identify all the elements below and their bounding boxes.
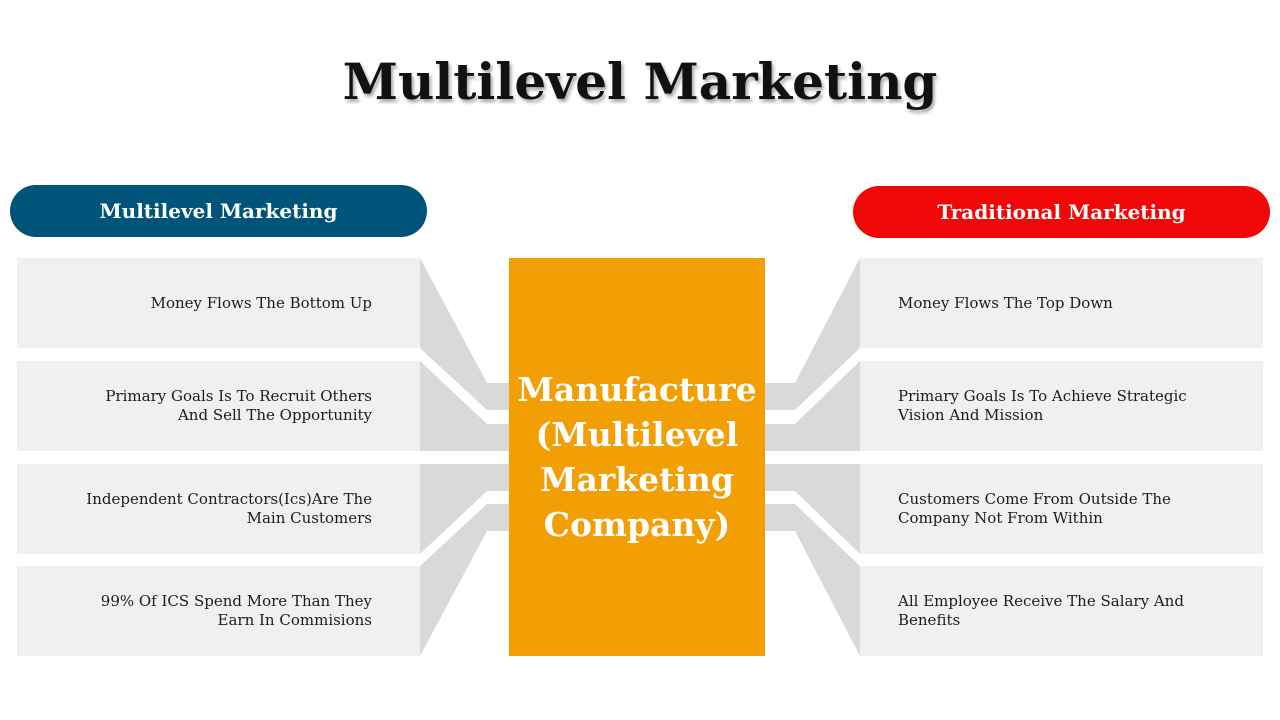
left-item-2-text: Primary Goals Is To Recruit Others And S… [105, 387, 372, 424]
right-header-pill: Traditional Marketing [853, 186, 1270, 238]
center-box: Manufacture (Multilevel Marketing Compan… [509, 258, 765, 656]
left-connector-2 [420, 361, 509, 451]
right-item-1: Money Flows The Top Down [860, 258, 1263, 348]
right-connector-3 [765, 464, 860, 554]
left-item-3-text: Independent Contractors(Ics)Are The Main… [86, 490, 372, 527]
right-item-2: Primary Goals Is To Achieve Strategic Vi… [860, 361, 1263, 451]
right-item-2-text: Primary Goals Is To Achieve Strategic Vi… [898, 387, 1187, 424]
right-header-label: Traditional Marketing [937, 200, 1186, 224]
right-item-3-text: Customers Come From Outside The Company … [898, 490, 1171, 527]
right-item-1-text: Money Flows The Top Down [898, 293, 1113, 312]
left-header-pill: Multilevel Marketing [10, 185, 427, 237]
right-item-4-text: All Employee Receive The Salary And Bene… [898, 592, 1184, 629]
right-connector-2 [765, 361, 860, 451]
left-item-3: Independent Contractors(Ics)Are The Main… [17, 464, 420, 554]
right-item-4: All Employee Receive The Salary And Bene… [860, 566, 1263, 656]
left-item-1-text: Money Flows The Bottom Up [150, 293, 372, 312]
right-connector-1 [765, 258, 860, 410]
left-item-4: 99% Of ICS Spend More Than They Earn In … [17, 566, 420, 656]
right-item-3: Customers Come From Outside The Company … [860, 464, 1263, 554]
left-item-1: Money Flows The Bottom Up [17, 258, 420, 348]
left-connector-3 [420, 464, 509, 554]
center-label: Manufacture (Multilevel Marketing Compan… [517, 370, 757, 544]
left-item-2: Primary Goals Is To Recruit Others And S… [17, 361, 420, 451]
left-connector-4 [420, 504, 509, 656]
left-connector-1 [420, 258, 509, 410]
right-connector-4 [765, 504, 860, 656]
left-item-4-text: 99% Of ICS Spend More Than They Earn In … [100, 592, 372, 629]
page-title: Multilevel Marketing [342, 52, 938, 111]
left-header-label: Multilevel Marketing [99, 199, 338, 223]
